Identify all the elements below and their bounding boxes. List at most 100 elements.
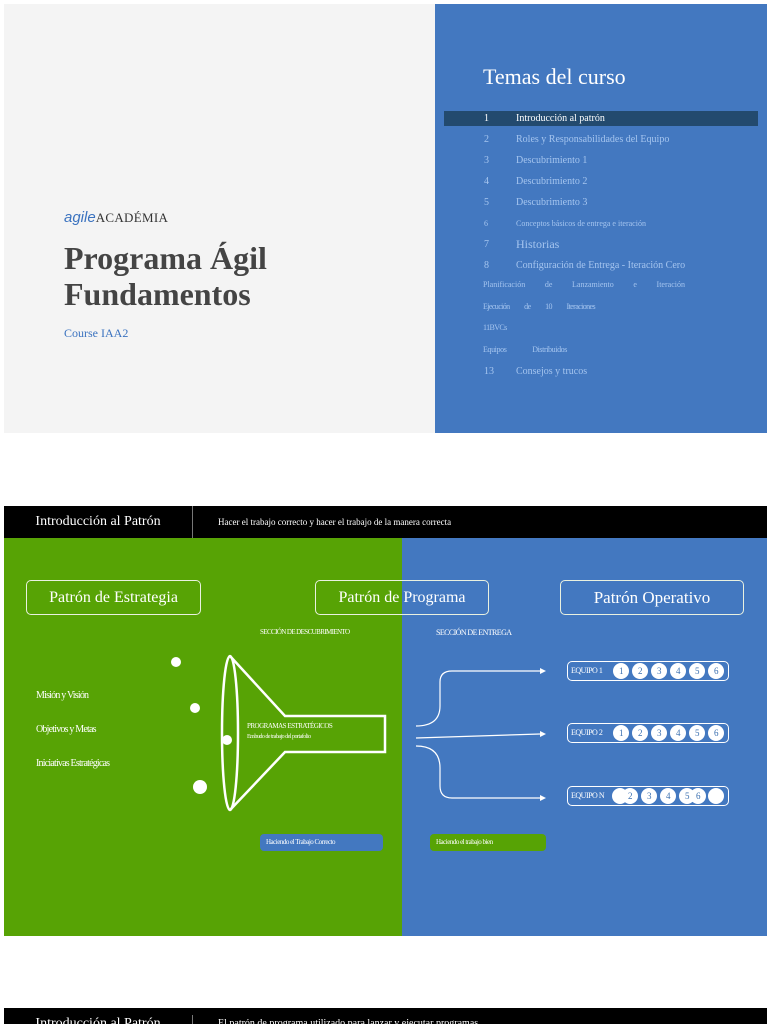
word: 10 [545,302,552,311]
topic-label: Conceptos básicos de entrega e iteración [516,219,646,228]
iteration-circle: 6 [690,788,706,804]
arrow-head [540,795,546,801]
arrow-team-2 [415,733,541,739]
topic-number: 7 [484,239,489,250]
topic-item[interactable]: 2 Roles y Responsabilidades del Equipo [444,132,758,147]
mission-vision-item: Misión y Visión [36,690,89,701]
iteration-circle: 2 [622,788,638,804]
iteration-circle: 1 [613,725,629,741]
word: Equipos [483,345,507,354]
team-2-row: EQUIPO 2 1 2 3 4 5 6 [567,723,729,743]
topic-item[interactable]: 3 Descubrimiento 1 [444,153,758,168]
arrow-team-n [415,745,540,799]
topic-label: Descubrimiento 3 [516,197,588,208]
topic-item[interactable]: 13 Consejos y trucos [444,364,758,379]
topic-number: 2 [484,134,489,145]
topic-number: 5 [484,197,489,208]
word: de [544,280,553,289]
word: Iteraciones [566,302,596,311]
topics-title: Temas del curso [483,64,626,89]
iteration-circle: 3 [641,788,657,804]
topic-item-planning[interactable]: Planificación de Lanzamiento e Iteración [483,280,685,289]
team-label: EQUIPO N [571,791,605,800]
doing-right-work-pill: Haciendo el Trabajo Correcto [260,834,383,851]
discovery-section-label: SECCIÓN DE DESCUBRIMIENTO [260,628,350,636]
topic-item-distributed[interactable]: Equipos Distribuidos [483,345,567,354]
topic-item[interactable]: 1 Introducción al patrón [444,111,758,126]
team-1-row: EQUIPO 1 1 2 3 4 5 6 [567,661,729,681]
course-code: Course IAA2 [64,326,129,340]
iteration-circle: 5 [689,663,705,679]
discovery-area [4,538,402,936]
topic-number: 3 [484,155,489,166]
topic-number: 13 [484,366,494,377]
topic-item[interactable]: 4 Descubrimiento 2 [444,174,758,189]
operative-pattern-box: Patrón Operativo [560,580,744,615]
funnel-shape [229,655,387,811]
topic-label: Consejos y trucos [516,366,588,377]
iteration-circle: 3 [651,663,667,679]
topic-number: 6 [484,219,488,228]
slide-header-subtitle: El patrón de programa utilizado para lan… [218,1018,479,1024]
topic-label: Roles y Responsabilidades del Equipo [516,134,670,145]
topic-number: 1 [484,113,489,124]
bullet-dot [190,703,200,713]
agile-academia-logo: agileACADÉMIA [64,209,168,226]
iteration-circle: 2 [632,725,648,741]
slide-header-title: Introducción al Patrón [4,506,193,538]
title-line-2: Fundamentos [64,276,251,312]
topic-label: Introducción al patrón [516,113,605,124]
doing-work-right-pill: Haciendo el trabajo bien [430,834,546,851]
iteration-circle: 4 [660,788,676,804]
word: Iteración [656,280,685,289]
slide-header [4,1008,767,1024]
word: de [524,302,531,311]
funnel-diagram [220,654,546,812]
topic-item[interactable]: 7 Historias [444,237,758,252]
bullet-dot [193,780,207,794]
slide-pattern-overview: Introducción al Patrón Hacer el trabajo … [4,506,767,936]
iteration-circle: 2 [632,663,648,679]
arrow-head [540,668,546,674]
word: Ejecución [483,302,510,311]
funnel-subtitle: Embudo de trabajo del portafolio [247,734,311,740]
presentation-title: Programa Ágil Fundamentos [64,240,267,312]
topic-item-ibvcs[interactable]: 11BVCs [483,323,507,332]
bullet-dot [171,657,181,667]
strategic-initiatives-item: Iniciativas Estratégicas [36,758,110,769]
topic-label: Historias [516,237,560,251]
topic-item[interactable]: 5 Descubrimiento 3 [444,195,758,210]
logo-agile-text: agile [64,209,96,226]
iteration-circle: 4 [670,725,686,741]
slide-title: agileACADÉMIA Programa Ágil Fundamentos … [4,4,767,433]
team-n-row: EQUIPO N 2 3 4 5 6 [567,786,729,806]
topic-number: 8 [484,260,489,271]
topic-label: Configuración de Entrega - Iteración Cer… [516,260,686,271]
title-line-1: Programa Ágil [64,240,267,276]
word: Lanzamiento [572,280,614,289]
slide-pattern-program: Introducción al Patrón El patrón de prog… [4,1008,767,1024]
delivery-section-label: SECCIÓN DE ENTREGA [436,628,512,637]
arrow-head [540,731,546,737]
arrow-team-1 [415,670,540,727]
topic-item[interactable]: 6 Conceptos básicos de entrega e iteraci… [444,216,758,231]
word: Planificación [483,280,526,289]
iteration-circle [708,788,724,804]
topic-item-execution[interactable]: Ejecución de 10 Iteraciones [483,302,596,311]
title-panel: agileACADÉMIA Programa Ágil Fundamentos … [4,4,435,433]
iteration-circle: 1 [613,663,629,679]
slide-header-subtitle: Hacer el trabajo correcto y hacer el tra… [218,517,452,527]
iteration-circle: 4 [670,663,686,679]
bullet-dot [222,735,232,745]
word: Distribuidos [532,345,567,354]
topic-number: 4 [484,176,489,187]
team-label: EQUIPO 2 [571,728,603,737]
iteration-circle: 6 [708,663,724,679]
funnel-title: PROGRAMAS ESTRATÉGICOS [247,722,333,730]
slide-header [4,506,767,538]
logo-academia-text: ACADÉMIA [95,210,169,225]
topic-item[interactable]: 8 Configuración de Entrega - Iteración C… [444,258,758,273]
iteration-circle: 6 [708,725,724,741]
iteration-circle: 5 [689,725,705,741]
iteration-circle: 3 [651,725,667,741]
